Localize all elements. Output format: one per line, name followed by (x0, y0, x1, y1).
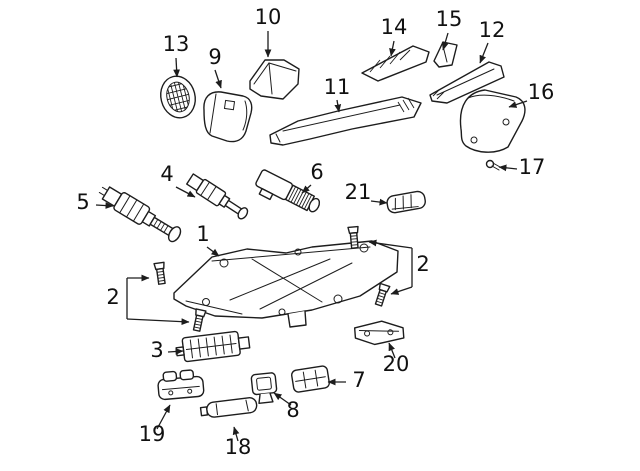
leader-arrow-8 (273, 392, 292, 406)
callout-18[interactable]: 18 (225, 435, 252, 459)
part-11-side-trim-panel (269, 96, 422, 146)
callout-16[interactable]: 16 (528, 80, 555, 104)
leader-arrow-9 (214, 69, 222, 89)
part-2-bolt (153, 261, 168, 286)
part-2-bolt (191, 308, 207, 333)
part-5-drive-motor-assembly (98, 186, 182, 243)
leader-arrows (95, 31, 528, 442)
part-20-support-bracket (353, 320, 405, 346)
callout-2-left[interactable]: 2 (106, 285, 119, 309)
callout-19[interactable]: 19 (139, 422, 166, 446)
part-3-control-module (175, 330, 251, 363)
callout-8[interactable]: 8 (286, 398, 299, 422)
part-12-trim-strip (429, 61, 505, 104)
leader-arrow-14 (389, 40, 396, 57)
part-15-bracket (433, 41, 458, 68)
leader-arrow-6 (301, 184, 312, 194)
leader-arrow-2-right-top (368, 239, 413, 249)
part-10-bracket-cover (249, 59, 300, 100)
callout-20[interactable]: 20 (383, 352, 410, 376)
part-4-adjuster-motor (186, 173, 249, 220)
callout-2-right[interactable]: 2 (416, 252, 429, 276)
part-17-screw (485, 159, 501, 171)
leader-arrow-16 (508, 100, 528, 108)
part-7-switch-bezel (291, 365, 330, 393)
leader-arrow-5 (95, 202, 114, 209)
callout-4[interactable]: 4 (160, 162, 173, 186)
callout-17[interactable]: 17 (519, 155, 546, 179)
callout-13[interactable]: 13 (163, 32, 190, 56)
callout-1[interactable]: 1 (196, 222, 209, 246)
leader-arrow-20 (388, 342, 396, 359)
part-14-trim-strip (361, 45, 430, 82)
part-2-bolt (373, 282, 391, 308)
callout-6[interactable]: 6 (310, 160, 323, 184)
part-19-switch-housing (157, 369, 205, 401)
leader-arrow-2-right-bottom (390, 286, 413, 295)
leader-arrow-11 (334, 99, 342, 113)
part-8-switch (250, 372, 278, 405)
callout-7[interactable]: 7 (352, 368, 365, 392)
callout-21[interactable]: 21 (345, 180, 372, 204)
part-16-side-shield (459, 89, 526, 153)
callout-15[interactable]: 15 (436, 7, 463, 31)
leader-arrow-18 (232, 426, 240, 442)
part-6-gear-motor (255, 169, 321, 213)
leader-arrow-19 (156, 404, 171, 430)
leader-arrow-15 (441, 32, 449, 51)
leader-arrow-12 (479, 42, 489, 64)
part-21-cover-plate (386, 190, 426, 214)
callout-10[interactable]: 10 (255, 5, 282, 29)
callout-11[interactable]: 11 (324, 75, 351, 99)
leader-arrow-13 (173, 57, 181, 78)
callout-5[interactable]: 5 (76, 190, 89, 214)
callout-9[interactable]: 9 (208, 45, 221, 69)
leader-arrow-3 (167, 348, 184, 355)
callout-12[interactable]: 12 (479, 18, 506, 42)
leader-arrow-17 (498, 164, 518, 172)
part-9-trim-cover (203, 91, 253, 143)
leader-arrow-1 (206, 246, 220, 257)
part-13-grommet-cap (160, 75, 196, 119)
callout-labels: 1 2 2 3 4 5 6 7 8 9 10 11 12 13 14 15 16… (76, 5, 554, 459)
callout-3[interactable]: 3 (150, 338, 163, 362)
leader-arrow-2-left-bottom (126, 318, 190, 326)
part-1-seat-track-frame (173, 240, 399, 328)
leader-arrow-21 (370, 198, 388, 206)
part-18-trim-piece (199, 397, 258, 418)
leader-arrow-4 (175, 186, 196, 198)
callout-14[interactable]: 14 (381, 15, 408, 39)
